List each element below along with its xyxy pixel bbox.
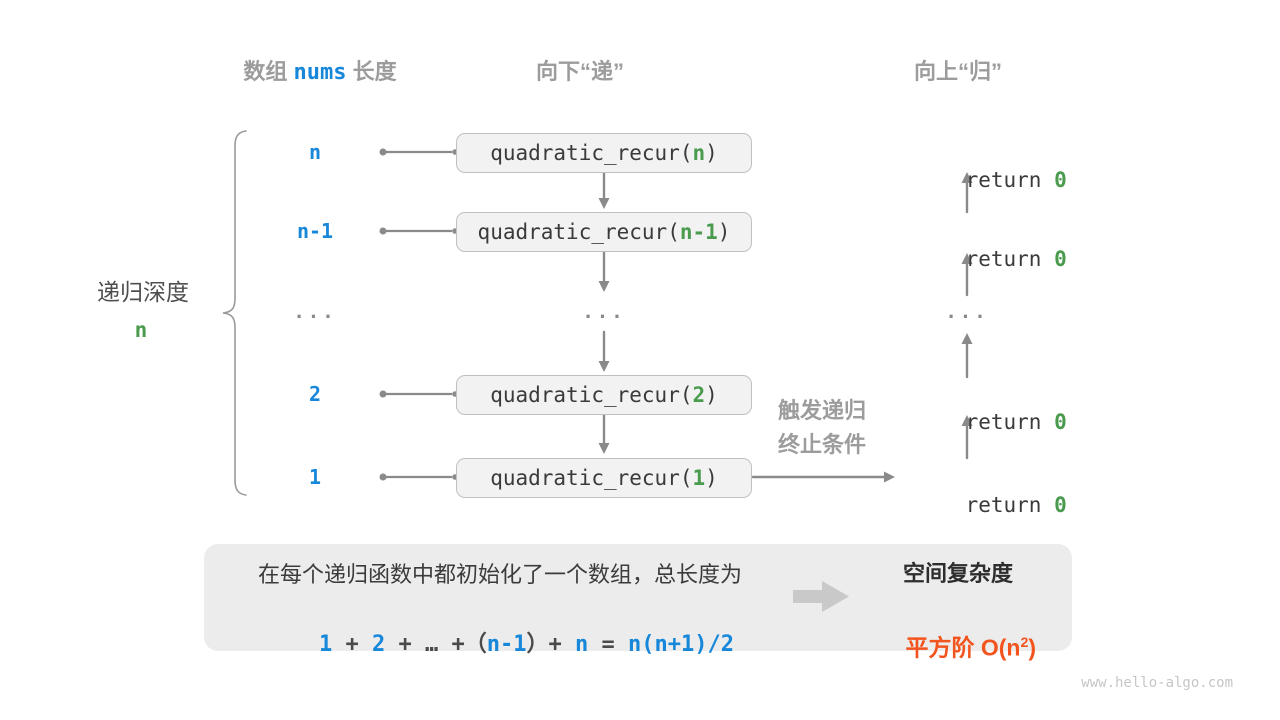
ellipsis-middle: ...: [582, 301, 626, 323]
return-value: 0: [1054, 493, 1067, 517]
label-connectors: [379, 148, 458, 481]
call-box: quadratic_recur(1): [456, 458, 752, 498]
call-param: 1: [692, 466, 706, 490]
formula-part: …: [425, 632, 439, 657]
summary-text: 在每个递归函数中都初始化了一个数组，总长度为: [257, 562, 742, 587]
header-array-post: 长度: [346, 59, 397, 84]
formula-part: n-1: [486, 632, 527, 657]
return-value: 0: [1054, 247, 1067, 271]
ellipsis-right: ...: [945, 301, 989, 323]
formula-part: n(n+1)/2: [628, 632, 734, 657]
call-box: quadratic_recur(2): [456, 375, 752, 415]
column-header-array-length: 数组 nums 长度: [200, 59, 440, 86]
depth-brace: [222, 130, 247, 496]
call-post: ): [705, 141, 718, 165]
call-pre: quadratic_recur(: [490, 466, 693, 490]
formula-part: +: [385, 632, 425, 657]
ellipsis-left: ...: [293, 301, 337, 323]
return-keyword: return: [965, 168, 1055, 192]
formula-part: ）+: [526, 632, 575, 657]
return-value: 0: [1054, 410, 1067, 434]
call-box: quadratic_recur(n-1): [456, 212, 752, 252]
header-array-code: nums: [293, 60, 347, 85]
call-param: n: [692, 141, 706, 165]
call-post: ): [717, 220, 731, 244]
return-statement: return 0: [915, 217, 1067, 301]
complexity-post: ): [1028, 634, 1037, 661]
complexity-exponent: 2: [1020, 635, 1029, 651]
row-label: n-1: [296, 219, 334, 243]
formula-part: =: [588, 632, 628, 657]
call-post: ): [705, 383, 718, 407]
return-keyword: return: [965, 247, 1055, 271]
complexity-title: 空间复杂度: [902, 561, 1013, 586]
formula-part: +: [332, 632, 372, 657]
watermark: www.hello-algo.com: [1081, 675, 1233, 691]
return-statement: return 0: [915, 138, 1067, 222]
formula-part: +（: [438, 632, 487, 657]
call-param: 2: [692, 383, 706, 407]
right-block-arrow-icon: [793, 581, 849, 612]
base-case-note: 触发递归 终止条件: [757, 394, 887, 462]
summary-formula: 1 + 2 + … +（n-1）+ n = n(n+1)/2: [240, 603, 760, 687]
base-case-note-line1: 触发递归: [777, 398, 866, 423]
complexity-pre: 平方阶 O(n: [905, 634, 1021, 661]
call-box: quadratic_recur(n): [456, 133, 752, 173]
depth-value: n: [134, 318, 148, 342]
formula-part: n: [575, 632, 589, 657]
row-label: 2: [308, 382, 322, 406]
row-label: 1: [308, 465, 322, 489]
header-array-pre: 数组: [243, 59, 294, 84]
call-pre: quadratic_recur(: [477, 220, 680, 244]
base-case-note-line2: 终止条件: [777, 432, 866, 457]
summary-panel: [204, 544, 1072, 651]
call-param: n-1: [679, 220, 718, 244]
column-header-return-up: 向上“归”: [913, 59, 1002, 84]
depth-label: 递归深度: [97, 279, 189, 305]
return-keyword: return: [965, 493, 1055, 517]
return-value: 0: [1054, 168, 1067, 192]
return-statement: return 0: [915, 463, 1067, 547]
return-keyword: return: [965, 410, 1055, 434]
row-label: n: [308, 140, 322, 164]
call-pre: quadratic_recur(: [490, 383, 693, 407]
column-header-recurse-down: 向下“递”: [535, 59, 624, 84]
return-statement: return 0: [915, 380, 1067, 464]
formula-part: 2: [372, 632, 386, 657]
complexity-value: 平方阶 O(n2): [838, 601, 1078, 690]
call-post: ): [705, 466, 718, 490]
call-pre: quadratic_recur(: [490, 141, 693, 165]
formula-part: 1: [319, 632, 333, 657]
